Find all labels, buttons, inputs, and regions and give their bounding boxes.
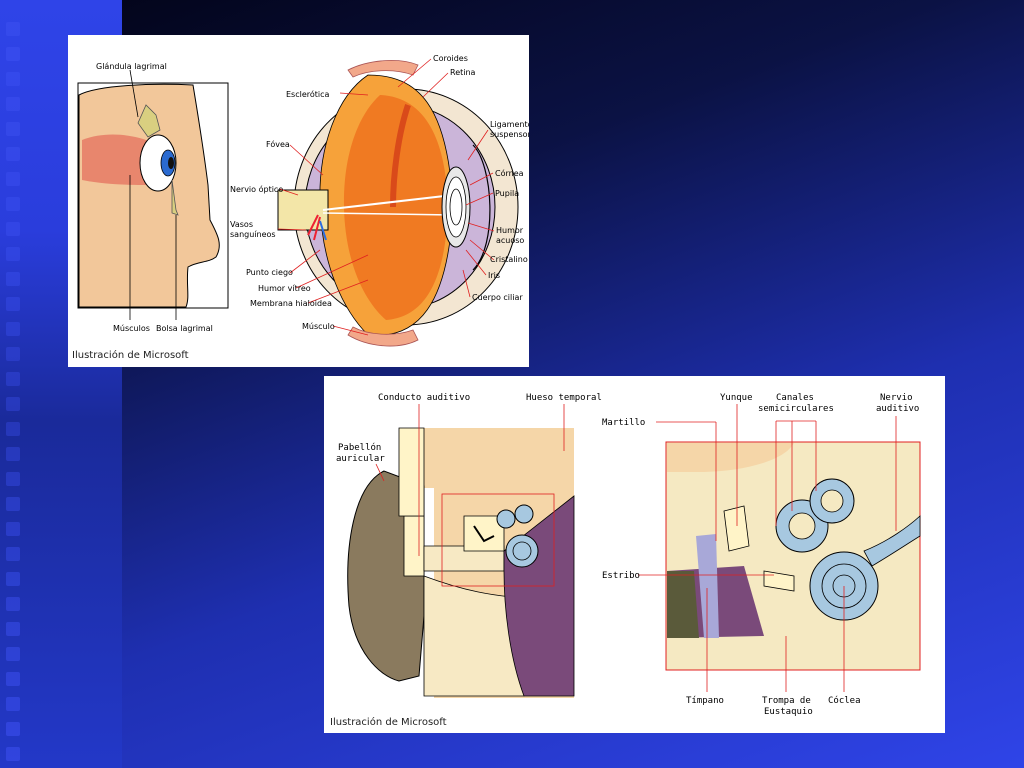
label-iris: Iris xyxy=(488,271,500,280)
decorative-square xyxy=(6,697,20,711)
label-estribo: Estribo xyxy=(602,571,640,581)
decorative-square xyxy=(6,647,20,661)
decorative-square xyxy=(6,97,20,111)
label-nervio-optico: Nervio óptico xyxy=(230,184,283,194)
label-retina: Retina xyxy=(450,68,476,77)
decorative-square xyxy=(6,747,20,761)
label-coclea: Cóclea xyxy=(828,695,861,706)
decorative-square xyxy=(6,47,20,61)
label-humor: Humor xyxy=(496,226,524,235)
decorative-square xyxy=(6,222,20,236)
ear-leader-lines xyxy=(375,404,897,692)
label-cristalino: Cristalino xyxy=(490,255,528,264)
label-conducto-auditivo: Conducto auditivo xyxy=(378,393,470,403)
decorative-square xyxy=(6,572,20,586)
label-semicirculares: semicirculares xyxy=(758,404,834,414)
label-canales: Canales xyxy=(776,393,814,403)
label-auditivo: auditivo xyxy=(876,404,919,414)
label-esclerotica: Esclerótica xyxy=(286,89,330,99)
label-pabellon: Pabellón xyxy=(338,442,381,453)
label-eustaquio: Eustaquio xyxy=(764,707,813,717)
decorative-square xyxy=(6,272,20,286)
decorative-square xyxy=(6,147,20,161)
ear-diagram: Conducto auditivo Hueso temporal Pabelló… xyxy=(330,393,921,728)
ear-credit: Ilustración de Microsoft xyxy=(330,716,447,728)
decorative-square xyxy=(6,622,20,636)
outer-ear-overview xyxy=(347,427,575,698)
label-hueso-temporal: Hueso temporal xyxy=(526,393,602,403)
label-bolsa-lagrimal: Bolsa lagrimal xyxy=(156,324,213,333)
label-cornea: Córnea xyxy=(495,168,524,178)
label-humor-vitreo: Humor vítreo xyxy=(258,284,311,293)
decorative-square xyxy=(6,522,20,536)
label-pupila: Pupila xyxy=(495,189,519,198)
eye-leader-lines xyxy=(277,58,495,336)
decorative-square xyxy=(6,547,20,561)
label-punto-ciego: Punto ciego xyxy=(246,268,293,277)
eye-credit: Ilustración de Microsoft xyxy=(72,349,189,361)
decorative-square xyxy=(6,447,20,461)
decorative-square xyxy=(6,472,20,486)
label-musculos: Músculos xyxy=(113,324,150,333)
decorative-square xyxy=(6,197,20,211)
decorative-square xyxy=(6,172,20,186)
decorative-square xyxy=(6,497,20,511)
label-membrana-hialoidea: Membrana hialoidea xyxy=(250,299,332,308)
decorative-square xyxy=(6,372,20,386)
decorative-square xyxy=(6,297,20,311)
decorative-square xyxy=(6,672,20,686)
decorative-square xyxy=(6,397,20,411)
label-trompa-de: Trompa de xyxy=(762,696,811,706)
face-profile xyxy=(77,69,229,320)
decorative-square xyxy=(6,722,20,736)
decorative-square xyxy=(6,347,20,361)
decorative-square xyxy=(6,122,20,136)
decorative-square xyxy=(6,422,20,436)
middle-inner-ear-detail xyxy=(665,441,921,671)
label-vasos: Vasos xyxy=(230,220,253,229)
label-musculo: Músculo xyxy=(302,322,335,331)
label-suspensor: suspensor xyxy=(490,130,529,139)
decorative-square xyxy=(6,72,20,86)
label-yunque: Yunque xyxy=(720,393,753,403)
label-ligamento: Ligamento xyxy=(490,120,529,129)
ear-diagram-panel: Conducto auditivo Hueso temporal Pabelló… xyxy=(324,376,945,733)
label-martillo: Martillo xyxy=(602,418,645,428)
decorative-square xyxy=(6,322,20,336)
label-glandula-lagrimal: Glándula lagrimal xyxy=(96,62,167,71)
decorative-square xyxy=(6,247,20,261)
label-cuerpo-ciliar: Cuerpo ciliar xyxy=(472,293,523,302)
label-acuoso: acuoso xyxy=(496,236,524,245)
decorative-square xyxy=(6,597,20,611)
label-coroides: Coroides xyxy=(433,54,468,63)
eye-diagram: Glándula lagrimal Músculos Bolsa lagrima… xyxy=(72,54,533,361)
label-sanguineos: sanguíneos xyxy=(230,230,276,239)
decorative-square xyxy=(6,22,20,36)
label-fovea: Fóvea xyxy=(266,139,290,149)
label-auricular: auricular xyxy=(336,454,385,464)
label-timpano: Tímpano xyxy=(686,696,724,706)
eye-diagram-panel: Glándula lagrimal Músculos Bolsa lagrima… xyxy=(68,35,533,367)
label-nervio: Nervio xyxy=(880,393,913,403)
eyeball-cross-section xyxy=(277,60,519,347)
